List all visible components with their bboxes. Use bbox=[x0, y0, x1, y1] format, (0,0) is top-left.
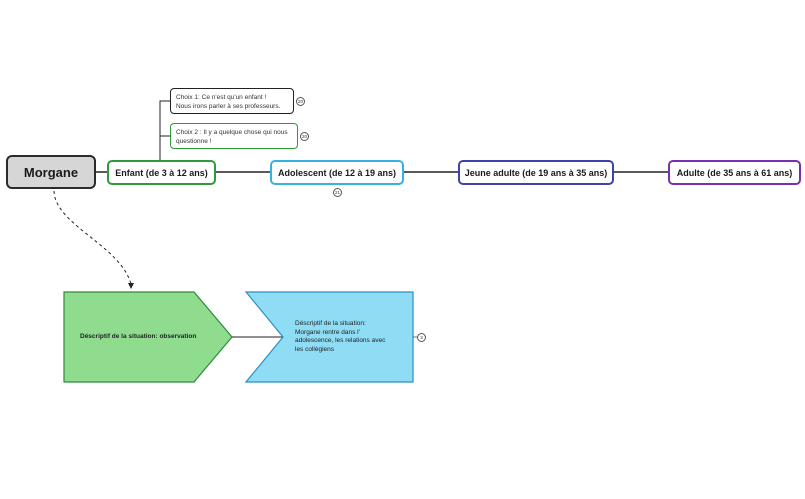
root-node-morgane[interactable]: Morgane bbox=[6, 155, 96, 189]
choice-1-node[interactable]: Choix 1: Ce n'est qu'un enfant ! Nous ir… bbox=[170, 88, 294, 114]
observation-label: Déscriptif de la situation: observation bbox=[80, 333, 197, 340]
choice-1-badge[interactable]: 20 bbox=[296, 97, 305, 106]
observation-shape[interactable] bbox=[63, 291, 233, 383]
root-label: Morgane bbox=[23, 164, 79, 180]
stage-jeune-adulte[interactable]: Jeune adulte (de 19 ans à 35 ans) bbox=[458, 160, 614, 185]
dashed-arrow bbox=[53, 190, 132, 285]
description-text: Déscriptif de la situation: Morgane rent… bbox=[295, 320, 405, 354]
stage-adolescent[interactable]: Adolescent (de 12 à 19 ans) bbox=[270, 160, 404, 185]
stage-enfant[interactable]: Enfant (de 3 à 12 ans) bbox=[107, 160, 216, 185]
choice-2-line2: questionne ! bbox=[176, 138, 212, 145]
stage-enfant-label: Enfant (de 3 à 12 ans) bbox=[115, 167, 208, 178]
arrow-head-icon bbox=[128, 283, 134, 289]
description-line2: Morgane rentre dans l' bbox=[295, 328, 360, 336]
choice-1-line2: Nous irons parler à ses professeurs. bbox=[176, 103, 281, 110]
stage-adulte[interactable]: Adulte (de 35 ans à 61 ans) bbox=[668, 160, 801, 185]
description-badge[interactable]: 3 bbox=[417, 333, 426, 342]
description-shape[interactable] bbox=[244, 291, 414, 383]
stage-adolescent-label: Adolescent (de 12 à 19 ans) bbox=[277, 167, 397, 178]
choice-2-line1: Choix 2 : Il y a quelque chose qui nous bbox=[176, 129, 288, 136]
choice-2-node[interactable]: Choix 2 : Il y a quelque chose qui nous … bbox=[170, 123, 298, 149]
choice-1-line1: Choix 1: Ce n'est qu'un enfant ! bbox=[176, 94, 267, 101]
stage-adulte-label: Adulte (de 35 ans à 61 ans) bbox=[676, 167, 793, 178]
description-line1: Déscriptif de la situation: bbox=[295, 320, 366, 327]
stage-jeune-adulte-label: Jeune adulte (de 19 ans à 35 ans) bbox=[464, 167, 608, 178]
adolescent-badge[interactable]: 21 bbox=[333, 188, 342, 197]
description-line3: adolescence, les relations avec bbox=[295, 337, 386, 344]
connector-choice1 bbox=[159, 100, 170, 160]
choice-2-badge[interactable]: 20 bbox=[300, 132, 309, 141]
description-line4: les collègiens bbox=[295, 345, 335, 353]
